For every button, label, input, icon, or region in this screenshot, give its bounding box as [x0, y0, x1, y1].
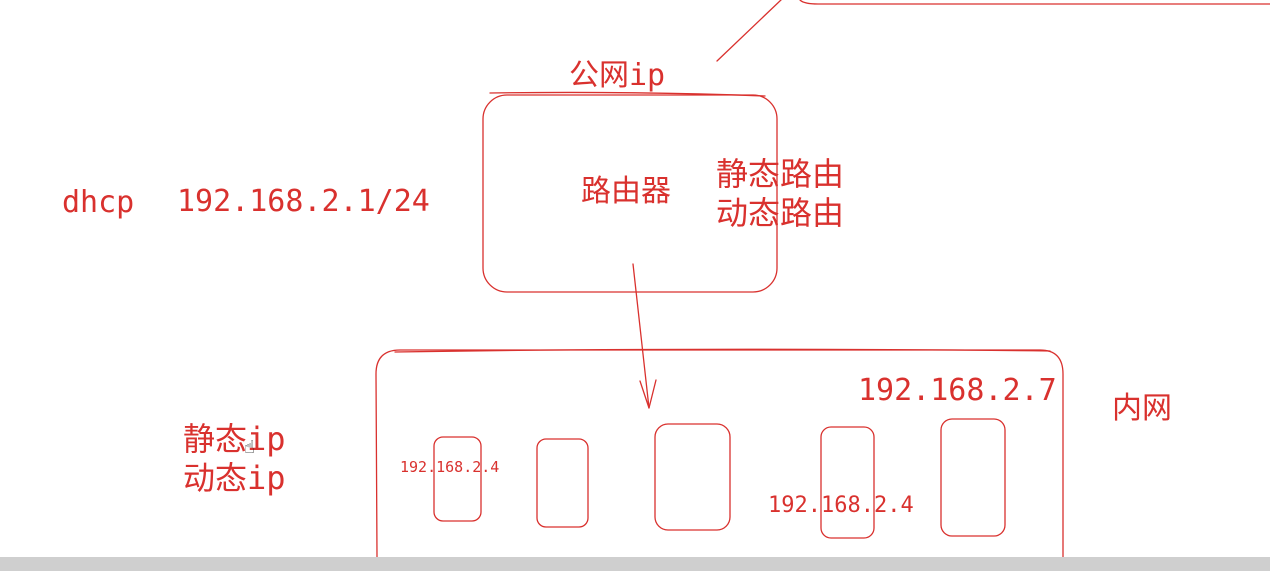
dynamic-route-label: 动态路由 [716, 194, 845, 232]
device-box-4 [820, 426, 875, 539]
public-ip-label: 公网ip [569, 58, 666, 93]
dhcp-label: dhcp [62, 185, 135, 220]
lan-box [375, 349, 1064, 558]
arrowhead [639, 379, 657, 409]
device-box-2 [536, 438, 589, 528]
lan-ip-label: 192.168.2.7 [858, 373, 1057, 408]
dynamic-ip-label: 动态ip [183, 459, 286, 497]
router-box [482, 94, 778, 293]
device-box-5 [940, 418, 1006, 537]
hand-pointer-icon: ☝ [244, 437, 255, 458]
gateway-ip-label: 192.168.2.1/24 [177, 184, 430, 219]
bottom-scrollbar[interactable] [0, 557, 1270, 571]
upper-box-edge [799, 0, 1270, 5]
static-ip-label: 静态ip [183, 420, 286, 458]
router-label: 路由器 [581, 174, 671, 209]
device-ip-label-1: 192.168.2.4 [400, 458, 500, 476]
router-box-sketch-stroke [489, 91, 766, 97]
lan-box-sketch-stroke [394, 348, 1051, 353]
device-box-1 [433, 436, 482, 522]
device-box-3 [654, 423, 731, 531]
router-to-lan-arrow [632, 263, 650, 409]
device-ip-label-2: 192.168.2.4 [768, 493, 914, 518]
static-route-label: 静态路由 [716, 155, 845, 193]
connector-line [716, 0, 782, 62]
intranet-label: 内网 [1112, 391, 1172, 426]
